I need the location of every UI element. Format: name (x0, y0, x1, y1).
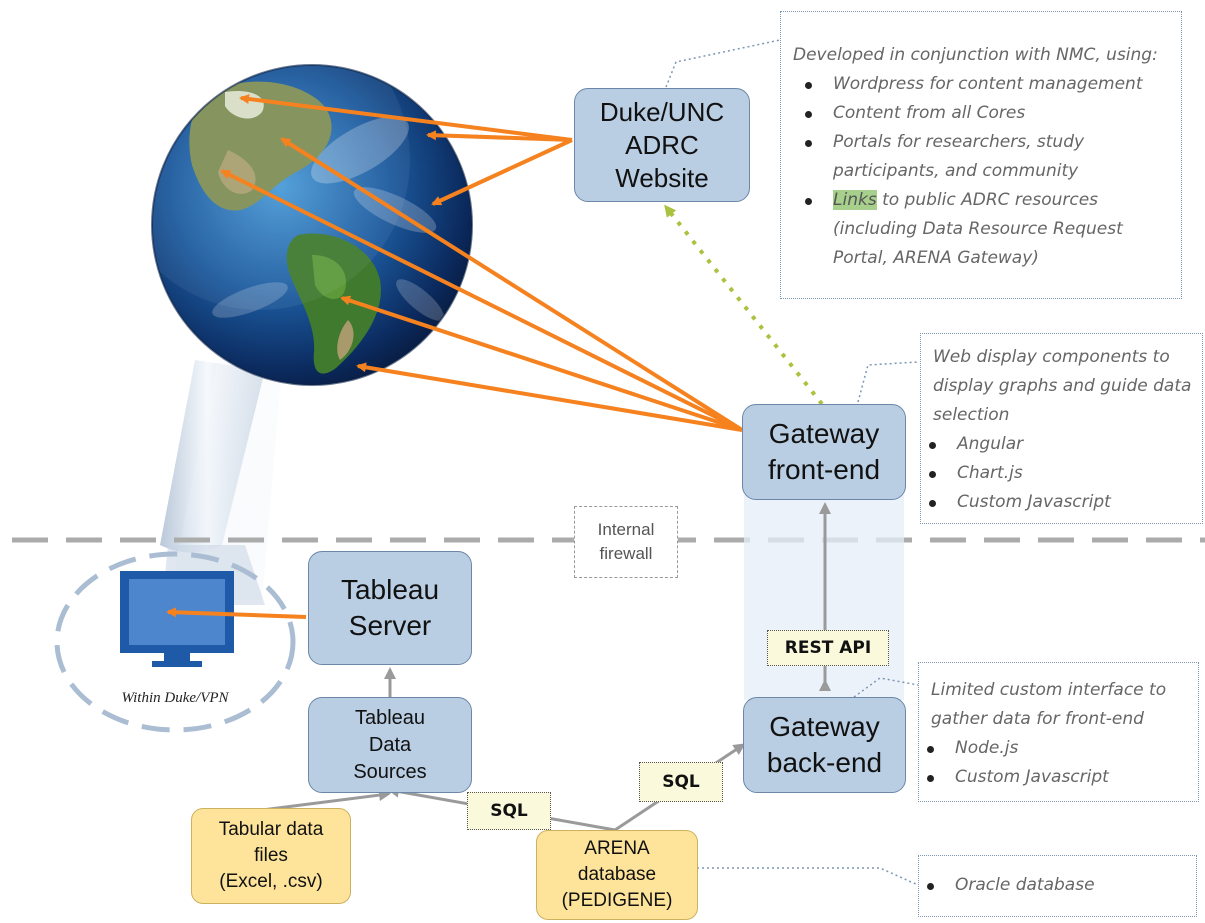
website-callout-leader (665, 39, 781, 88)
files-to-sources-arrow (261, 789, 391, 812)
firewall-label-line-2: firewall (599, 544, 653, 563)
website-note-list: Wordpress for content management Content… (793, 70, 1171, 273)
tabular-files-box: Tabular data files (Excel, .csv) (191, 808, 351, 904)
arena-database-line-2: database (577, 864, 657, 885)
arena-database-box: ARENA database (PEDIGENE) (536, 830, 698, 920)
database-callout-leader (697, 867, 919, 886)
frontend-note-item: Angular (929, 430, 1194, 459)
gateway-arrow-2 (220, 169, 743, 432)
arena-database-line-3: (PEDIGENE) (561, 890, 673, 911)
sql-tag-backend: SQL (639, 762, 723, 802)
tabular-files-line-3: (Excel, .csv) (219, 871, 323, 892)
globe-icon (151, 64, 473, 386)
website-arrow-2 (426, 130, 573, 142)
tabular-files-line-1: Tabular data (218, 819, 324, 840)
sql-tag-tableau: SQL (467, 792, 551, 830)
website-box-line-1: Duke/UNC (599, 96, 725, 127)
tableau-server-line-2: Server (348, 610, 432, 641)
links-highlight[interactable]: Links (833, 190, 877, 210)
monitor-icon (120, 571, 234, 667)
website-note-links-text: to public ADRC resources (including Data… (833, 190, 1123, 268)
tableau-sources-box: Tableau Data Sources (308, 697, 472, 793)
frontend-note-list: Angular Chart.js Custom Javascript (929, 430, 1194, 517)
website-to-globe-arrows (239, 94, 573, 206)
website-note-intro: Developed in conjunction with NMC, using… (793, 45, 1158, 65)
website-note-links-item: Links to public ADRC resources (includin… (805, 186, 1171, 273)
backend-note-intro: Limited custom interface to gather data … (931, 680, 1167, 729)
gateway-arrow-3 (340, 295, 743, 432)
backend-note-item: Node.js (927, 734, 1190, 763)
tableau-sources-line-2: Data (368, 733, 412, 756)
frontend-note: Web display components to display graphs… (920, 333, 1203, 524)
frontend-note-intro: Web display components to display graphs… (933, 347, 1192, 425)
website-note: Developed in conjunction with NMC, using… (780, 11, 1182, 299)
backend-note-list: Node.js Custom Javascript (927, 734, 1190, 792)
callout-leaders (665, 39, 919, 886)
gateway-frontend-box: Gateway front-end (742, 404, 906, 500)
website-arrow-3 (431, 138, 573, 206)
vpn-boundary (54, 551, 296, 733)
website-note-item: Wordpress for content management (805, 70, 1171, 99)
tableau-server-box: Tableau Server (308, 551, 472, 665)
tableau-sources-line-3: Sources (353, 760, 427, 783)
database-note: Oracle database (918, 855, 1197, 917)
database-note-list: Oracle database (927, 871, 1188, 900)
website-box: Duke/UNC ADRC Website (574, 88, 750, 202)
tableau-sources-line-1: Tableau (354, 706, 426, 729)
backend-note: Limited custom interface to gather data … (918, 662, 1199, 802)
rest-api-tag: REST API (767, 630, 889, 666)
firewall-label-line-1: Internal (597, 520, 655, 539)
firewall-label: Internal firewall (574, 506, 678, 578)
website-note-item: Portals for researchers, study participa… (805, 128, 1171, 186)
gateway-frontend-line-2: front-end (767, 454, 881, 485)
gateway-arrow-4 (356, 362, 743, 432)
website-box-line-2: ADRC (625, 129, 699, 160)
computer-caption: Within Duke/VPN (121, 690, 229, 706)
backend-callout-leader (853, 677, 919, 698)
database-note-item: Oracle database (927, 871, 1188, 900)
frontend-note-item: Custom Javascript (929, 488, 1194, 517)
gateway-backend-box: Gateway back-end (743, 697, 906, 793)
gateway-to-globe-arrows (220, 137, 744, 432)
gateway-arrow-1 (280, 137, 744, 432)
gateway-backend-line-2: back-end (766, 747, 883, 778)
frontend-note-item: Chart.js (929, 459, 1194, 488)
tableau-server-line-1: Tableau (340, 574, 440, 605)
backend-note-item: Custom Javascript (927, 763, 1190, 792)
arena-database-line-1: ARENA (584, 838, 650, 859)
tabular-files-line-2: files (254, 845, 288, 866)
tableau-to-monitor-arrow (166, 607, 307, 619)
website-note-item: Content from all Cores (805, 99, 1171, 128)
website-box-line-3: Website (615, 162, 709, 193)
frontend-callout-leader (857, 361, 919, 403)
gateway-frontend-line-1: Gateway (768, 418, 880, 449)
gateway-backend-line-1: Gateway (769, 711, 880, 742)
website-arrow-1 (239, 94, 573, 142)
